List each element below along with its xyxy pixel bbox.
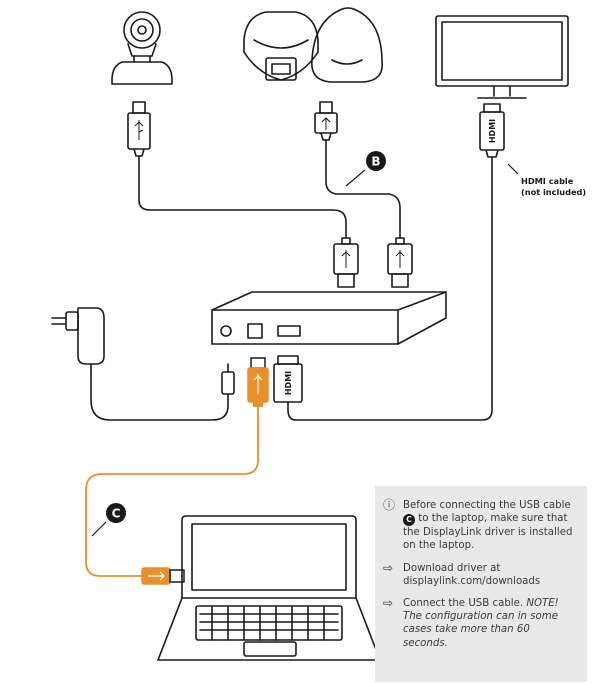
docking-hub bbox=[211, 291, 447, 345]
instructions-box: ⓘ Before connecting the USB cable C to t… bbox=[375, 486, 587, 682]
hdmi-connector-hub bbox=[273, 355, 303, 403]
instruction-item-1: ⓘ Before connecting the USB cable C to t… bbox=[383, 499, 577, 553]
usb-plug-left bbox=[333, 237, 359, 288]
usb-symbol-icons bbox=[134, 117, 405, 268]
svg-text:B: B bbox=[371, 155, 380, 169]
instruction-3-note: NOTE! The configuration can in some case… bbox=[403, 598, 559, 649]
arrow-right-icon: ⇨ bbox=[383, 560, 394, 575]
camera-icon bbox=[111, 11, 173, 85]
info-circle-icon: ⓘ bbox=[383, 498, 396, 512]
svg-text:C: C bbox=[112, 507, 121, 521]
usb-symbol-orange-icons bbox=[148, 374, 263, 581]
power-adapter-icon bbox=[51, 307, 105, 373]
hdmi-connector-top-label: HDMI bbox=[488, 119, 497, 143]
usb-plug-right bbox=[387, 237, 413, 288]
instruction-1-before: Before connecting the USB cable bbox=[403, 500, 571, 511]
arrow-right-icon: ⇨ bbox=[383, 596, 394, 611]
laptop-icon bbox=[157, 515, 381, 661]
hdmi-cable-monitor bbox=[287, 156, 493, 421]
instruction-3-text: Connect the USB cable. bbox=[403, 598, 524, 610]
usb-cable-laptop bbox=[85, 405, 259, 577]
instruction-1-badge: C bbox=[403, 514, 415, 527]
monitor-icon bbox=[435, 15, 569, 99]
usb-cable-camera bbox=[138, 155, 347, 239]
instruction-item-2: ⇨ Download driver at displaylink.com/dow… bbox=[383, 560, 577, 588]
badge-b: B bbox=[366, 151, 386, 171]
instruction-item-3: ⇨ Connect the USB cable. NOTE! The confi… bbox=[383, 597, 577, 650]
hdmi-cable-label-line1: HDMI cable bbox=[521, 176, 574, 186]
hdmi-connector-bottom-label: HDMI bbox=[284, 371, 293, 395]
instruction-1-after: to the laptop, make sure that the Displa… bbox=[403, 513, 573, 552]
hdmi-cable-label-line2: (not included) bbox=[521, 187, 586, 197]
power-plug bbox=[221, 363, 235, 395]
instruction-2-text: Download driver at displaylink.com/downl… bbox=[403, 562, 541, 587]
usb-cable-speakerphone bbox=[325, 139, 401, 239]
power-cable bbox=[90, 371, 229, 421]
badge-c: C bbox=[106, 503, 126, 523]
speakerphone-icon bbox=[243, 7, 383, 83]
